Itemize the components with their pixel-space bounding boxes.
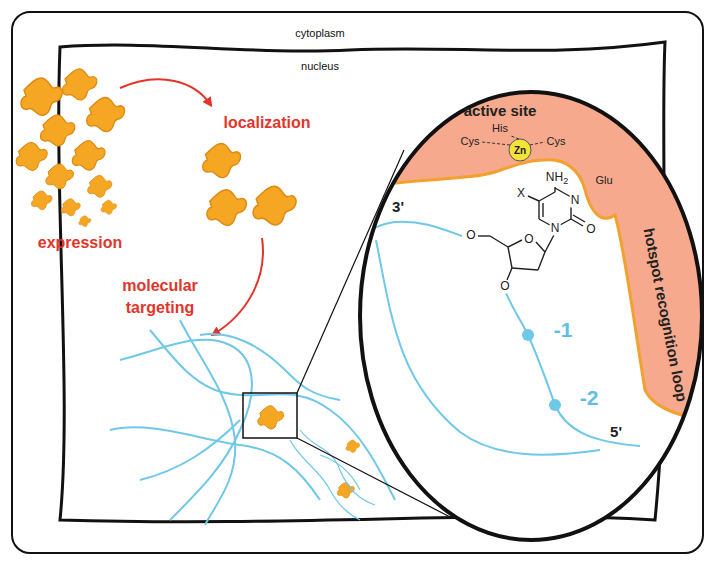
residue-label: Glu [595,174,612,186]
zoom-circle [360,92,702,540]
residue-label: His [492,122,508,134]
atom-label: O [523,233,534,246]
nucleotide-structure [478,187,585,280]
step-label: molecular targeting [113,275,208,320]
site-label: active site [464,103,537,120]
enzyme-surface [355,80,712,420]
zoom-box [243,393,297,438]
atom-label: X [516,187,526,200]
atom-label: O [585,223,596,236]
strand-end: 3' [392,199,404,216]
phosphate-dot [549,399,561,411]
atom-label: N [570,194,581,207]
position-number: -2 [580,386,599,409]
atom-label: O [465,229,476,242]
ion-label: Zn [514,145,526,156]
residue-label: Cys [547,135,566,147]
red-arrow [214,238,263,334]
dna-backbone [370,222,640,455]
position-number: -1 [554,318,573,341]
atom-label: NH2 [545,171,569,187]
surface-edge [355,160,712,420]
zinc-ion [509,139,531,161]
region-label: nucleus [301,60,339,72]
step-label: expression [38,234,122,252]
atom-label: O [499,280,510,293]
region-label: cytoplasm [295,27,345,39]
dna-strands [110,320,395,525]
strand-end: 5' [610,424,622,441]
red-arrow [120,79,210,104]
atom-label: N [550,222,561,235]
frame [12,12,703,553]
phosphate-dot [522,329,534,341]
coordination-bonds [482,136,545,145]
residue-label: Cys [461,135,480,147]
step-label: localization [223,114,310,132]
